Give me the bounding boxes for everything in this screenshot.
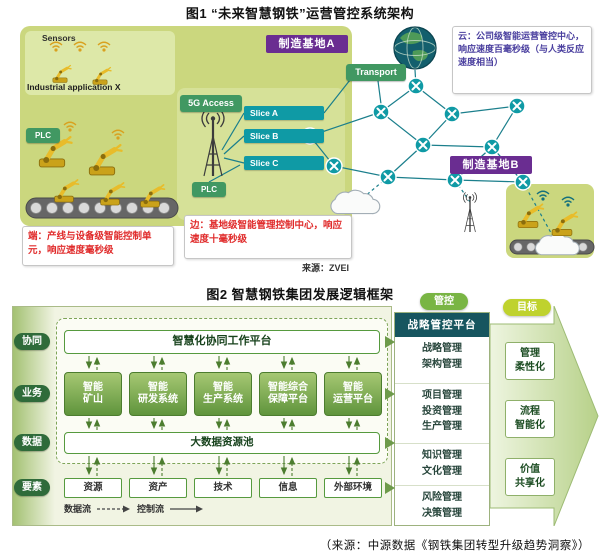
element-box-resources: 资源 xyxy=(64,478,122,498)
router-icon xyxy=(508,97,526,115)
row-label-collaboration: 协同 xyxy=(14,333,50,350)
flow-legend: 数据流 控制流 xyxy=(64,502,204,515)
row-label-elements: 要素 xyxy=(14,479,50,496)
slice-a-bar: Slice A xyxy=(244,106,324,120)
figure1-source: 来源：ZVEI xyxy=(302,263,350,273)
router-icon xyxy=(514,173,532,191)
mgmt-group-strategy: 战略管理 架构管理 xyxy=(422,343,462,370)
transport-box: Transport xyxy=(346,64,406,81)
router-icon xyxy=(483,138,501,156)
system-box-mine: 智能 矿山 xyxy=(64,372,122,416)
control-tag: 管控 xyxy=(420,293,468,310)
goal-box-intelligent: 流程 智能化 xyxy=(505,400,555,438)
slice-b-bar: Slice B xyxy=(244,129,324,143)
system-box-production: 智能 生产系统 xyxy=(194,372,252,416)
industrial-application-label: Industrial application X xyxy=(27,82,121,92)
figure1-title: 图1 “未来智慧钢铁”运营管控系统架构 xyxy=(185,6,415,21)
globe-icon xyxy=(393,26,437,70)
router-icon xyxy=(325,157,343,175)
dashed-arrow-icon xyxy=(97,505,131,512)
figure2-title: 图2 智慧钢铁集团发展逻辑框架 xyxy=(206,287,394,302)
row-label-data: 数据 xyxy=(14,434,50,451)
strategic-header: 战略管控平台 xyxy=(395,313,489,337)
router-icon xyxy=(379,168,397,186)
base-b-label: 制造基地B xyxy=(450,156,532,174)
goal-tag: 目标 xyxy=(503,299,551,316)
goal-box-shared: 价值 共享化 xyxy=(505,458,555,496)
big-data-pool-box: 大数据资源池 xyxy=(64,432,380,454)
goal-box-flexible: 管理 柔性化 xyxy=(505,342,555,380)
figure2-source-caption: （来源：中源数据《钢铁集团转型升级趋势洞察》） xyxy=(319,540,590,552)
control-flow-label: 控制流 xyxy=(137,504,165,514)
element-box-assets: 资产 xyxy=(129,478,187,498)
router-icon xyxy=(372,103,390,121)
router-icon xyxy=(407,77,425,95)
solid-arrow-icon xyxy=(170,505,204,512)
element-box-technology: 技术 xyxy=(194,478,252,498)
strategic-panel: 战略管控平台 战略管理 架构管理 项目管理 投资管理 生产管理 知识管理 文化管… xyxy=(394,312,490,526)
mgmt-group-knowledge: 知识管理 文化管理 xyxy=(395,443,489,485)
sensors-label: Sensors xyxy=(42,33,76,43)
data-flow-label: 数据流 xyxy=(64,504,92,514)
edge-note: 端：产线与设备级智能控制单元，响应速度毫秒级 xyxy=(22,226,174,266)
mgmt-group-project: 项目管理 投资管理 生产管理 xyxy=(395,383,489,443)
plc-box-1: PLC xyxy=(26,128,60,143)
mid-note: 边：基地级智能管理控制中心，响应速度十毫秒级 xyxy=(184,215,352,259)
collab-platform-box: 智慧化协同工作平台 xyxy=(64,330,380,354)
row-label-business: 业务 xyxy=(14,385,50,402)
plc-box-2: PLC xyxy=(192,182,226,197)
router-icon xyxy=(414,136,432,154)
router-icon xyxy=(443,105,461,123)
element-box-information: 信息 xyxy=(259,478,317,498)
slice-c-bar: Slice C xyxy=(244,156,324,170)
system-box-rnd: 智能 研发系统 xyxy=(129,372,187,416)
system-box-support: 智能综合 保障平台 xyxy=(259,372,317,416)
element-box-environment: 外部环境 xyxy=(324,478,382,498)
conveyor-a xyxy=(25,197,179,219)
cloud-note: 云：公司级智能运营管控中心，响应速度百毫秒级（与人类反应速度相当） xyxy=(452,26,592,94)
figure1-diagram xyxy=(20,26,595,258)
system-box-operation: 智能 运营平台 xyxy=(324,372,382,416)
five-g-access-box: 5G Access xyxy=(180,95,242,112)
router-icon xyxy=(446,171,464,189)
mgmt-group-risk: 风险管理 决策管理 xyxy=(395,485,489,527)
antenna-icon xyxy=(462,191,478,233)
base-a-label: 制造基地A xyxy=(266,35,348,53)
